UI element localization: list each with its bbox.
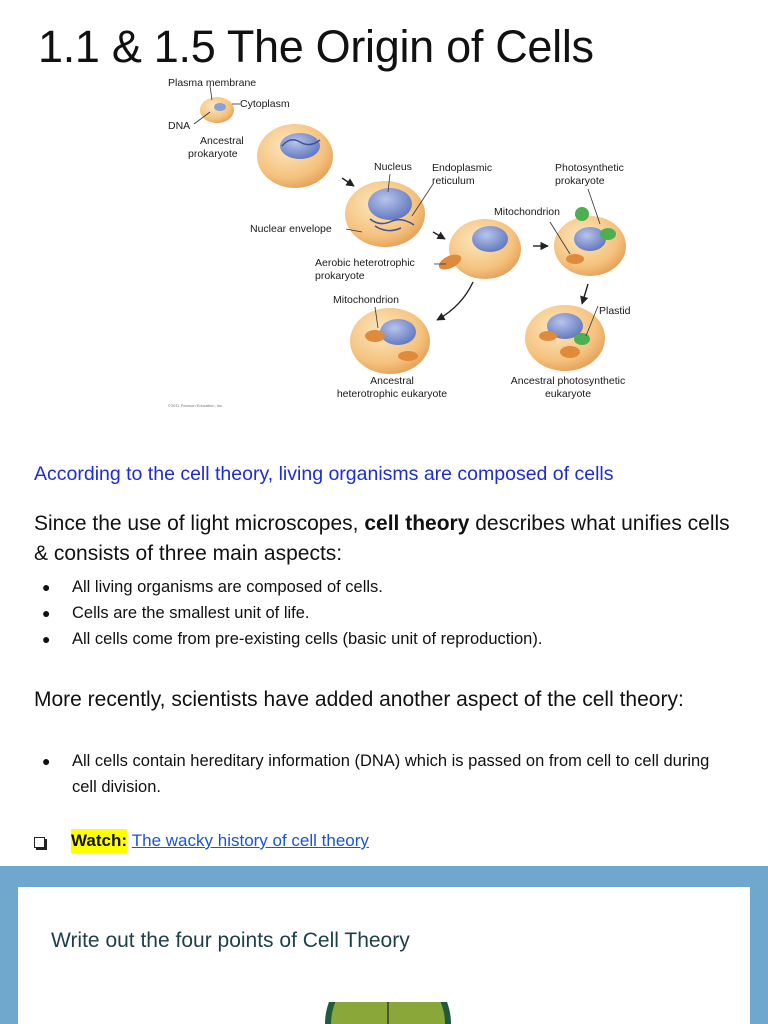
- activity-panel: Write out the four points of Cell Theory: [0, 866, 768, 1024]
- label-nuclear-envelope: Nuclear envelope: [250, 223, 332, 235]
- label-ancestral: Ancestral: [200, 135, 244, 147]
- nucleated-cell: [345, 181, 425, 247]
- label-aerobic-line2: prokaryote: [315, 270, 365, 282]
- endosymbiosis-diagram: Plasma membrane Cytoplasm DNA Ancestral …: [168, 77, 631, 408]
- list-item-text: All living organisms are composed of cel…: [72, 578, 383, 596]
- paragraph-text: describes what unifies cells & consists …: [34, 512, 730, 565]
- label-photoeuk-line1: Ancestral photosynthetic: [511, 375, 625, 387]
- label-hetero-line1: Ancestral: [370, 375, 414, 387]
- bold-term: cell theory: [364, 512, 470, 535]
- bullet-icon: ●: [42, 605, 51, 621]
- list-item-text: All cells contain hereditary information…: [72, 752, 710, 796]
- label-aerobic-line1: Aerobic heterotrophic: [315, 257, 415, 269]
- paragraph-recent: More recently, scientists have added ano…: [34, 688, 684, 711]
- arrow: [432, 231, 446, 240]
- arrow: [436, 281, 474, 321]
- list-item: ● All cells come from pre-existing cells …: [34, 626, 734, 652]
- label-plastid: Plastid: [599, 305, 631, 317]
- list-item: ● All cells contain hereditary informatio…: [34, 748, 734, 800]
- label-plasma-membrane: Plasma membrane: [168, 77, 256, 89]
- watch-row: Watch: The wacky history of cell theory: [34, 829, 369, 853]
- card-title: Write out the four points of Cell Theory: [51, 929, 410, 952]
- list-item: ● Cells are the smallest unit of life.: [34, 600, 734, 626]
- list-item: ● All living organisms are composed of ce…: [34, 574, 734, 600]
- label-er-line1: Endoplasmic: [432, 162, 492, 174]
- additional-aspect-list: ● All cells contain hereditary informatio…: [34, 748, 734, 800]
- intro-text: According to the cell theory, living org…: [34, 463, 614, 485]
- checkbox-icon[interactable]: [34, 836, 45, 848]
- label-hetero-line2: heterotrophic eukaryote: [337, 388, 447, 400]
- arrow: [580, 283, 589, 305]
- label-dna: DNA: [168, 120, 190, 132]
- label-copyright: ©2011 Pearson Education, Inc.: [168, 403, 223, 408]
- emblem-icon: [325, 1002, 451, 1024]
- paragraph-cell-theory: Since the use of light microscopes, cell…: [34, 509, 734, 569]
- label-prokaryote: prokaryote: [188, 148, 238, 160]
- label-mitochondrion-top: Mitochondrion: [494, 206, 560, 218]
- label-mitochondrion-bottom: Mitochondrion: [333, 294, 399, 306]
- photosynthetic-acquiring-cell: [554, 207, 626, 276]
- label-photo-line1: Photosynthetic: [555, 162, 624, 174]
- watch-label: Watch:: [71, 829, 128, 853]
- paragraph-text: Since the use of light microscopes,: [34, 512, 365, 535]
- photosynthetic-eukaryote-cell: [525, 305, 605, 371]
- label-photoeuk-line2: eukaryote: [545, 388, 591, 400]
- heterotrophic-eukaryote-cell: [350, 308, 430, 374]
- bullet-icon: ●: [42, 579, 51, 595]
- activity-card: Write out the four points of Cell Theory: [18, 887, 750, 1024]
- bullet-icon: ●: [42, 753, 51, 769]
- label-cytoplasm: Cytoplasm: [240, 98, 290, 110]
- page-title: 1.1 & 1.5 The Origin of Cells: [38, 21, 594, 72]
- arrow: [341, 177, 355, 187]
- bullet-icon: ●: [42, 631, 51, 647]
- ancestral-prokaryote-cell: [200, 97, 234, 123]
- aerobic-cell: [438, 219, 521, 279]
- label-er-line2: reticulum: [432, 175, 475, 187]
- cell-theory-list: ● All living organisms are composed of ce…: [34, 574, 734, 652]
- list-item-text: Cells are the smallest unit of life.: [72, 604, 310, 622]
- label-nucleus: Nucleus: [374, 161, 412, 173]
- list-item-text: All cells come from pre-existing cells (…: [72, 630, 543, 648]
- video-link[interactable]: The wacky history of cell theory: [131, 831, 369, 850]
- infolding-cell: [257, 124, 333, 188]
- label-photo-line2: prokaryote: [555, 175, 605, 187]
